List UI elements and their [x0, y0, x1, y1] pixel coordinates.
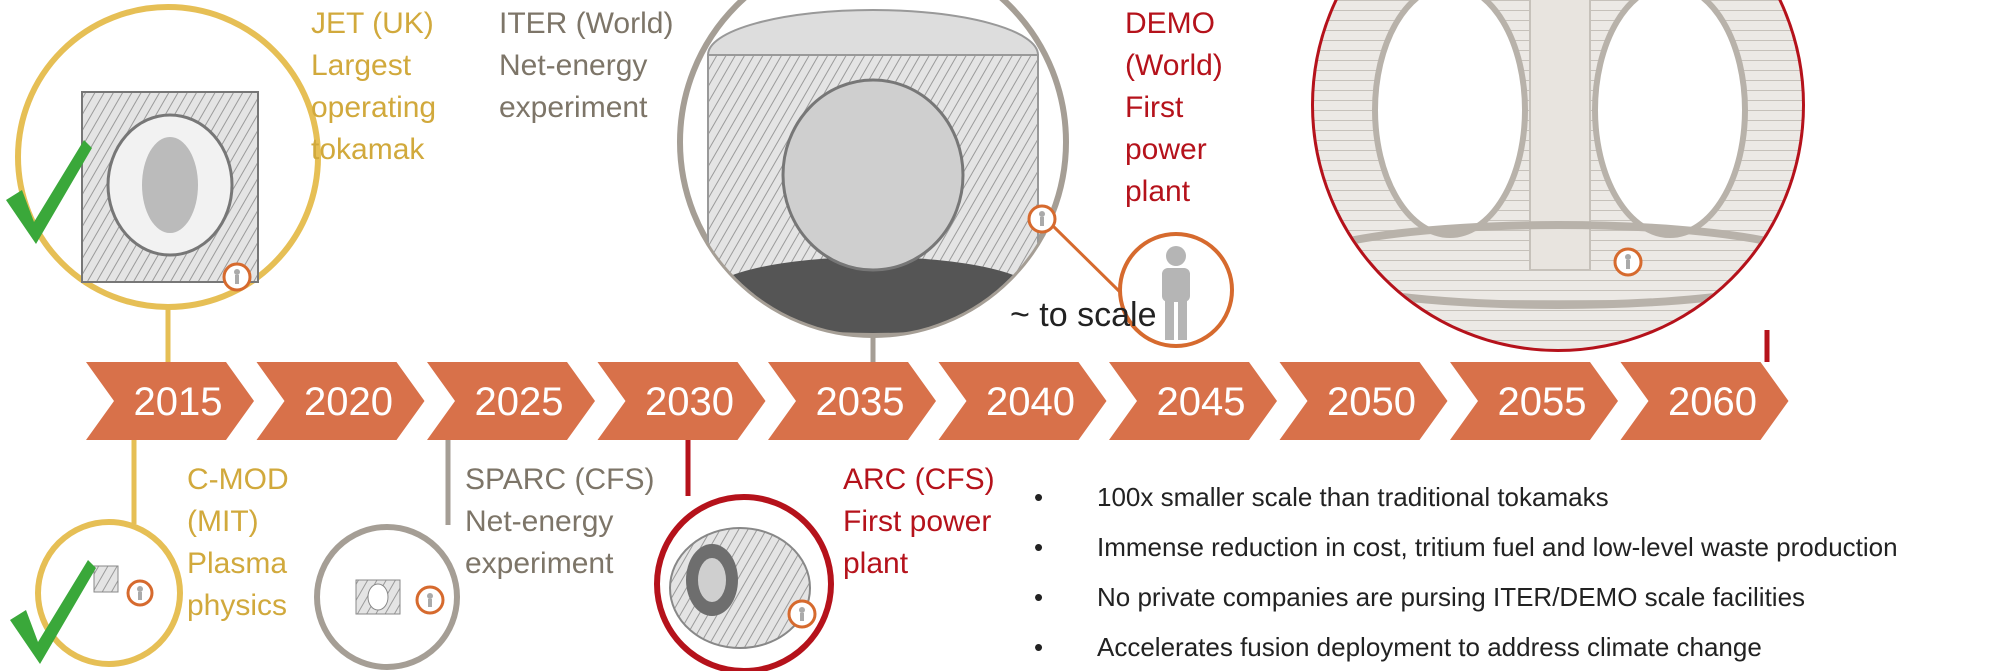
jet-tokamak-render	[81, 91, 259, 283]
cmod-image	[35, 519, 183, 667]
year-label-2060: 2060	[1668, 380, 1757, 424]
year-label-2025: 2025	[475, 380, 564, 424]
person-marker-icon	[126, 579, 154, 607]
label-line: physics	[187, 589, 288, 622]
iter-label: ITER (World) Net-energy experiment	[499, 3, 673, 129]
label-line: Net-energy	[465, 505, 614, 538]
scale-person	[1118, 232, 1234, 348]
sparc-tokamak-render	[355, 579, 401, 615]
label-line: Largest	[311, 49, 412, 82]
jet-image	[15, 4, 321, 310]
year-label-2050: 2050	[1327, 380, 1416, 424]
label-line: (MIT)	[187, 505, 259, 538]
bullet-item: No private companies are pursing ITER/DE…	[1030, 572, 1898, 622]
demo-label: DEMO (World) First power plant	[1125, 3, 1223, 213]
bullet-item: 100x smaller scale than traditional toka…	[1030, 472, 1898, 522]
person-icon	[1162, 246, 1190, 340]
person-marker-icon	[1027, 204, 1057, 234]
label-line: Plasma	[187, 547, 288, 580]
demo-tokamak-render	[1314, 0, 1802, 349]
label-line: First power	[843, 505, 992, 538]
person-marker-icon	[415, 585, 445, 615]
label-line: DEMO	[1125, 7, 1215, 40]
jet-label: JET (UK) Largest operating tokamak	[311, 3, 436, 171]
label-line: Net-energy	[499, 49, 648, 82]
year-label-2055: 2055	[1498, 380, 1587, 424]
arc-image	[654, 494, 834, 671]
chevron-2020	[256, 362, 425, 440]
demo-image	[1311, 0, 1805, 352]
label-line: operating	[311, 91, 437, 124]
label-line: JET (UK)	[311, 7, 434, 40]
chevron-2035	[768, 362, 936, 440]
year-label-2015: 2015	[134, 380, 223, 424]
label-line: SPARC (CFS)	[465, 463, 655, 496]
year-label-2020: 2020	[304, 380, 393, 424]
chevron-2040	[938, 362, 1107, 440]
year-label-2040: 2040	[986, 380, 1075, 424]
label-line: ITER (World)	[499, 7, 674, 40]
cmod-tokamak-render	[93, 565, 119, 593]
year-label-2035: 2035	[816, 380, 905, 424]
label-line: plant	[843, 547, 909, 580]
chevron-2030	[597, 362, 766, 440]
scale-pointer	[1051, 224, 1122, 294]
timeline-bar: 2015 2020 2025 2030 2035 2040 2045 2050 2055 2060	[86, 362, 1789, 440]
cmod-check-icon	[10, 560, 96, 664]
iter-tokamak-render	[707, 9, 1039, 333]
chevron-2050	[1279, 362, 1448, 440]
chevron-2060	[1620, 362, 1789, 440]
person-marker-icon	[787, 599, 817, 629]
jet-check-icon	[6, 140, 92, 244]
year-label-2030: 2030	[645, 380, 734, 424]
arc-tokamak-render	[669, 527, 811, 649]
cmod-label: C-MOD (MIT) Plasma physics	[187, 459, 289, 627]
label-line: experiment	[499, 91, 648, 124]
label-line: ARC (CFS)	[843, 463, 995, 496]
sparc-label: SPARC (CFS) Net-energy experiment	[465, 459, 654, 585]
chevron-2025	[427, 362, 595, 440]
scale-note: ~ to scale	[1010, 296, 1157, 334]
year-label-2045: 2045	[1157, 380, 1246, 424]
bullet-item: Immense reduction in cost, tritium fuel …	[1030, 522, 1898, 572]
arc-label: ARC (CFS) First power plant	[843, 459, 995, 585]
sparc-image	[314, 524, 460, 670]
label-line: First	[1125, 91, 1184, 124]
chevron-2015	[86, 362, 254, 440]
label-line: tokamak	[311, 133, 425, 166]
benefits-list: 100x smaller scale than traditional toka…	[1030, 472, 1898, 672]
label-line: power	[1125, 133, 1207, 166]
label-line: plant	[1125, 175, 1191, 208]
person-marker-icon	[1613, 247, 1643, 277]
bullet-item: Accelerates fusion deployment to address…	[1030, 622, 1898, 672]
label-line: C-MOD	[187, 463, 289, 496]
person-marker-icon	[222, 262, 252, 292]
label-line: experiment	[465, 547, 614, 580]
chevron-2045	[1109, 362, 1277, 440]
chevron-2055	[1450, 362, 1618, 440]
iter-image	[677, 0, 1069, 338]
label-line: (World)	[1125, 49, 1223, 82]
